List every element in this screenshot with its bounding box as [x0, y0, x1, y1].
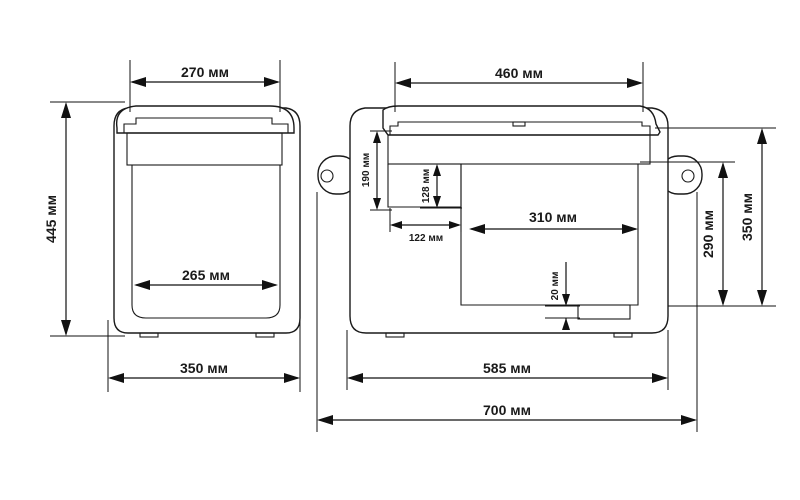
dim-body-length: 585 мм [483, 360, 531, 376]
side-handle-right-hole [681, 169, 695, 183]
dim-lid-length: 460 мм [495, 65, 543, 81]
front-foot-right [255, 332, 275, 338]
front-inner-panel [131, 165, 281, 319]
dimension-lines [61, 77, 767, 425]
side-body [349, 107, 669, 334]
dim-total-length: 700 мм [483, 402, 531, 418]
dim-step-height: 190 мм [361, 153, 372, 187]
dim-front-width: 350 мм [180, 360, 228, 376]
dim-front-inner-width: 265 мм [182, 267, 230, 283]
front-handle-recess [126, 132, 283, 166]
side-bottom-tray [577, 304, 631, 320]
front-foot-left [139, 332, 159, 338]
front-lid-inner [123, 117, 289, 133]
dimension-labels: 270 мм 265 мм 445 мм 350 мм 460 мм 310 м… [43, 64, 755, 418]
extension-lines [50, 60, 776, 432]
dim-front-top-width: 270 мм [181, 64, 229, 80]
dim-front-height: 445 мм [43, 195, 59, 243]
dim-step-width: 122 мм [409, 233, 443, 244]
dim-inner-length: 310 мм [529, 209, 577, 225]
side-lid-band [387, 134, 651, 165]
front-body [113, 107, 301, 334]
side-lid [382, 105, 661, 136]
side-inner-compartment [460, 164, 639, 306]
side-lid-latch [512, 121, 526, 127]
dim-side-height: 350 мм [739, 193, 755, 241]
dim-inner-height: 290 мм [700, 210, 716, 258]
side-foot-left [385, 332, 405, 338]
side-handle-left-hole [320, 169, 334, 183]
side-foot-right [613, 332, 633, 338]
dim-step-inner-height: 128 мм [421, 169, 432, 203]
dim-bottom-offset: 20 мм [550, 272, 561, 301]
front-view [113, 105, 301, 338]
front-lid [115, 105, 295, 134]
